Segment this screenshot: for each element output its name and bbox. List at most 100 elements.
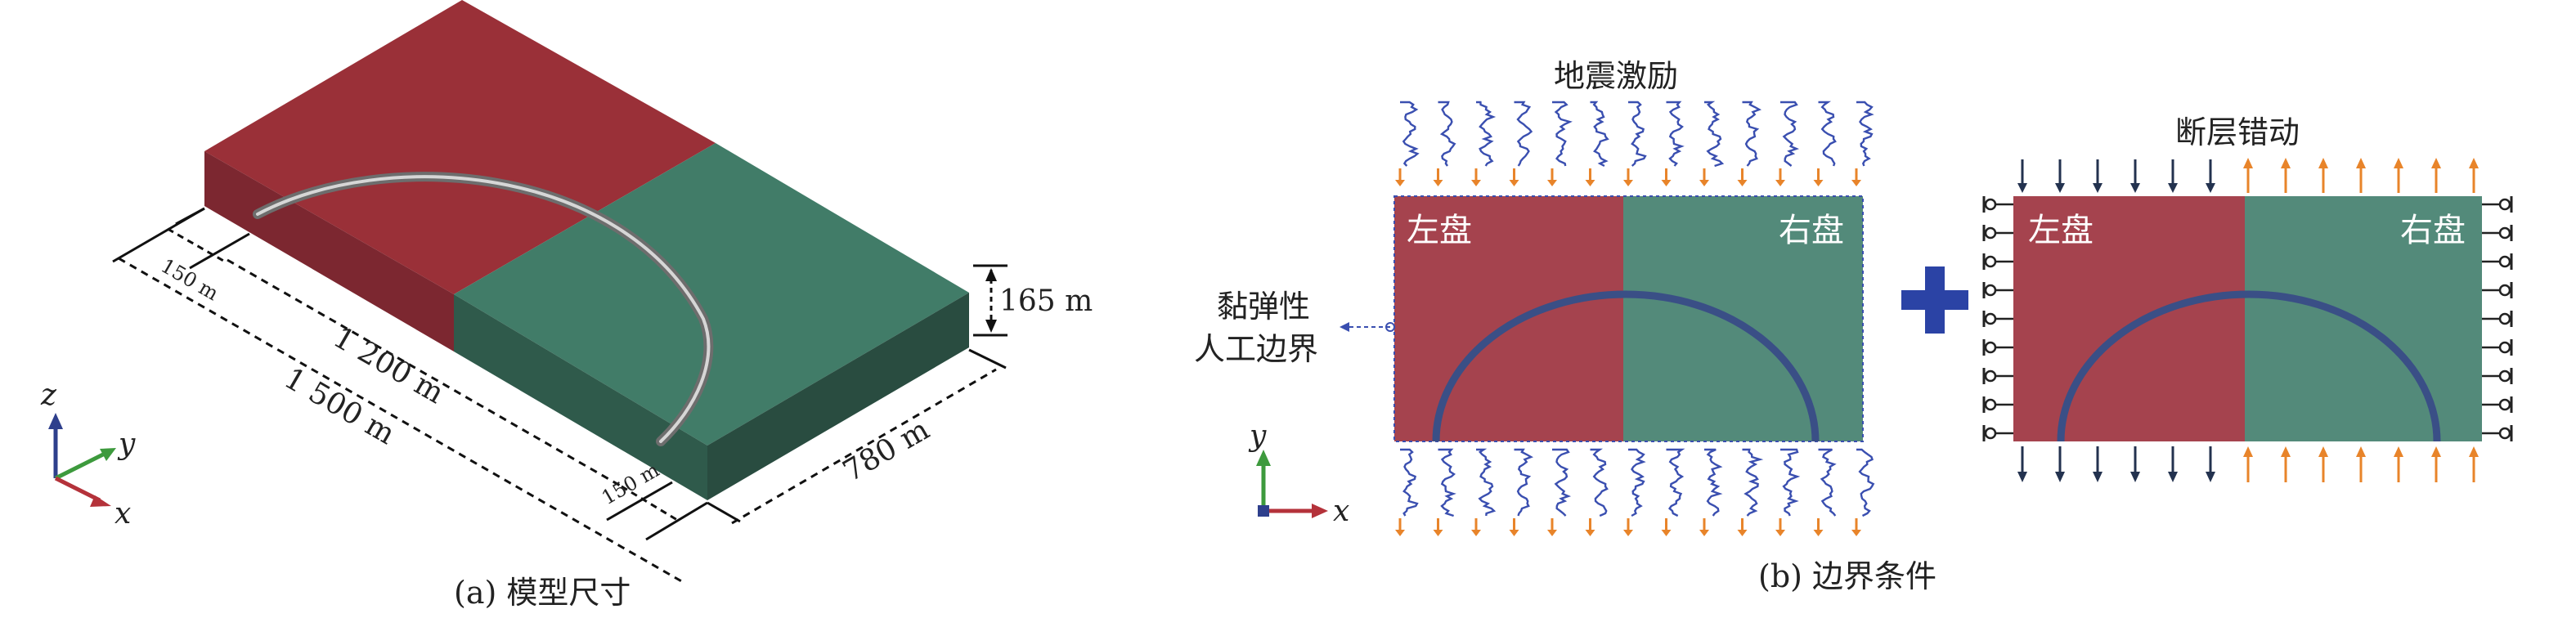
fault-arrow-bottom-head	[2394, 446, 2403, 457]
fault-arrow-bottom-head	[2206, 472, 2215, 482]
plus-sign	[1901, 266, 1968, 334]
panel-a-model-dimensions: 150 m 1 200 m 1 500 m 150 m 780 m 165 m …	[40, 0, 1093, 611]
seismic-wave-trace	[1666, 101, 1685, 167]
wave-arrow-head	[1775, 180, 1785, 186]
seismic-wave-trace	[1780, 448, 1801, 517]
axis-z-label: z	[40, 378, 57, 412]
right-block-label-b1: 右盘	[1779, 212, 1844, 249]
seismic-wave-trace	[1666, 448, 1685, 517]
seismic-wave-trace	[1552, 448, 1572, 517]
seismic-wave-trace	[1438, 448, 1456, 517]
fault-arrow-bottom-head	[2168, 472, 2178, 482]
front-face-red	[204, 151, 454, 352]
wave-arrow-head	[1395, 180, 1405, 186]
fault-arrow-bottom-head	[2356, 446, 2366, 457]
support-roller	[2498, 255, 2511, 268]
support-roller	[2498, 312, 2511, 325]
dim-end-left: 150 m	[157, 254, 222, 305]
front-face-green	[454, 294, 707, 500]
fault-arrow-bottom-head	[2431, 446, 2441, 457]
axes-3d: z y x	[40, 378, 136, 531]
fault-arrow-bottom-head	[2055, 472, 2065, 482]
tunnel-section-b2	[2057, 290, 2441, 442]
wave-arrow-head	[1851, 180, 1861, 186]
wave-arrow-head	[1699, 530, 1709, 536]
support-roller	[1984, 341, 1997, 354]
tunnel-section-b1	[1432, 290, 1820, 442]
seismic-waves-bottom	[1395, 448, 1875, 536]
fault-arrow-top-head	[2394, 158, 2403, 168]
wave-arrow-head	[1509, 180, 1519, 186]
wave-arrow-head	[1395, 530, 1405, 536]
support-roller	[1984, 198, 1997, 211]
seismic-wave-trace	[1400, 101, 1420, 167]
caption-a: (a) 模型尺寸	[454, 575, 631, 611]
right-block-b2	[2245, 196, 2482, 441]
wave-arrow-head	[1471, 530, 1481, 536]
wave-arrow-head	[1661, 530, 1672, 536]
fault-arrow-top-head	[2356, 158, 2366, 168]
support-roller	[1984, 427, 1997, 440]
support-roller	[2498, 427, 2511, 440]
support-roller	[2498, 198, 2511, 211]
support-roller	[2498, 226, 2511, 240]
left-block-label-b2: 左盘	[2028, 212, 2094, 249]
seismic-wave-trace	[1856, 101, 1874, 167]
seismic-waves-top	[1395, 101, 1874, 186]
left-block-b2	[2013, 196, 2245, 441]
wave-arrow-head	[1813, 530, 1824, 536]
seismic-wave-trace	[1476, 448, 1497, 517]
wave-arrow-head	[1851, 530, 1861, 536]
axis-x-label-b: x	[1333, 495, 1349, 528]
fault-arrow-bottom-head	[2318, 446, 2328, 457]
right-face	[707, 293, 969, 500]
support-roller	[1984, 312, 1997, 325]
support-roller	[1984, 369, 1997, 383]
fault-arrow-top-head	[2093, 183, 2103, 193]
fault-arrow-top-head	[2318, 158, 2328, 168]
wave-arrow-head	[1775, 530, 1785, 536]
wave-arrow-head	[1585, 530, 1595, 536]
seismic-wave-trace	[1476, 101, 1497, 167]
seismic-wave-trace	[1552, 101, 1573, 167]
axis-y-label: y	[117, 428, 136, 461]
support-roller	[2498, 284, 2511, 297]
seismic-wave-trace	[1438, 101, 1456, 167]
fault-arrow-top-head	[2055, 183, 2065, 193]
fault-arrow-bottom-head	[2017, 472, 2027, 482]
left-block-b1	[1394, 196, 1623, 441]
wave-arrow-head	[1737, 530, 1748, 536]
axes-2d: y x	[1248, 419, 1349, 528]
fault-arrow-top-head	[2243, 158, 2253, 168]
caption-b: (b) 边界条件	[1758, 558, 1936, 594]
seismic-wave-trace	[1704, 448, 1723, 517]
seismic-wave-trace	[1818, 448, 1837, 517]
wave-arrow-head	[1433, 530, 1443, 536]
seismic-wave-trace	[1514, 448, 1534, 517]
fault-arrow-top-head	[2168, 183, 2178, 193]
dimension-lines	[112, 207, 1008, 584]
seismic-wave-trace	[1780, 101, 1800, 167]
fault-arrow-bottom-head	[2243, 446, 2253, 457]
fault-displacement-arrows	[2017, 158, 2479, 482]
support-roller	[1984, 284, 1997, 297]
seismic-wave-trace	[1704, 101, 1725, 168]
fault-arrow-top-head	[2206, 183, 2215, 193]
support-roller	[2498, 369, 2511, 383]
seismic-wave-trace	[1628, 448, 1646, 517]
seismic-wave-trace	[1590, 448, 1609, 517]
axis-x-label: x	[114, 497, 131, 531]
wave-arrow-head	[1509, 530, 1519, 536]
wave-arrow-head	[1813, 180, 1824, 186]
fault-label: 断层错动	[2175, 114, 2300, 150]
dim-width: 780 m	[837, 413, 935, 489]
dim-end-right: 150 m	[598, 459, 663, 509]
fault-arrow-bottom-head	[2093, 472, 2103, 482]
seismic-wave-trace	[1742, 101, 1762, 167]
axis-y-label-b: y	[1248, 419, 1267, 453]
seismic-wave-trace	[1590, 101, 1609, 168]
left-block-label-b1: 左盘	[1407, 212, 1472, 249]
wave-arrow-head	[1471, 180, 1481, 186]
seismic-wave-trace	[1628, 101, 1647, 167]
